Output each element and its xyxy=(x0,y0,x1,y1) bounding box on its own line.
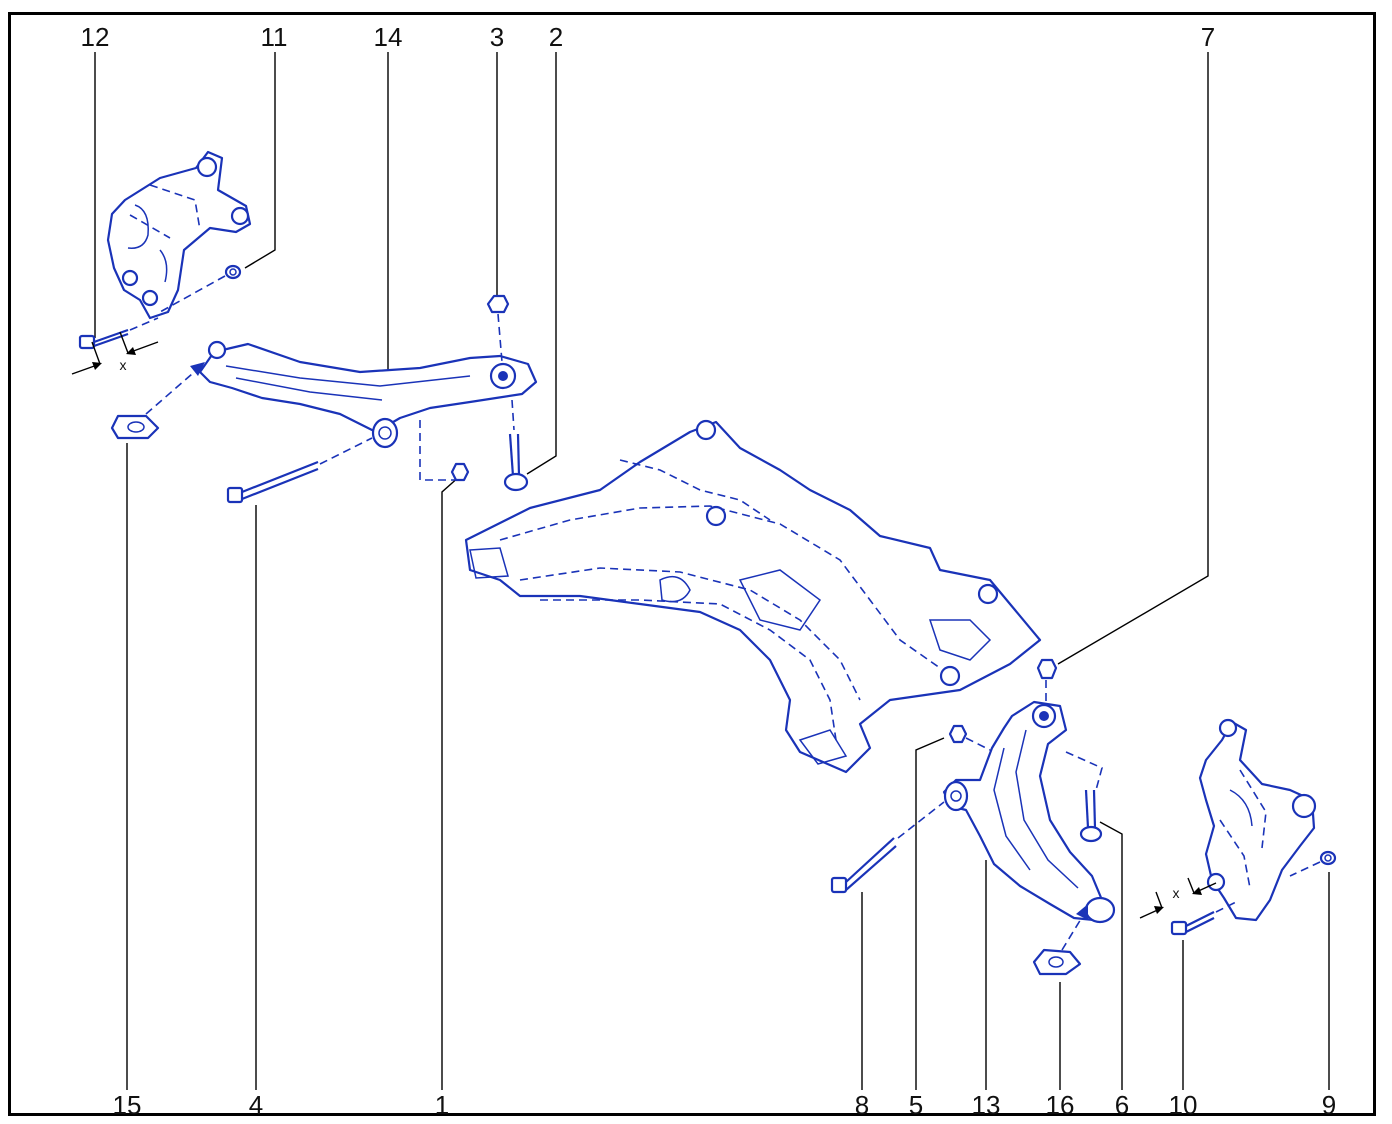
nut-11 xyxy=(224,264,242,280)
leader-lines xyxy=(94,52,1330,1090)
right-lower-control-arm xyxy=(942,700,1116,924)
callout-5: 5 xyxy=(908,1090,924,1120)
nut-9 xyxy=(1319,850,1337,866)
bolt-6 xyxy=(1079,789,1103,843)
washer-15 xyxy=(110,414,160,440)
nut-1 xyxy=(450,462,470,482)
front-subframe xyxy=(464,419,1042,774)
bolt-4 xyxy=(226,460,319,504)
washer-16 xyxy=(1032,948,1082,976)
dimension-label-right: x xyxy=(1172,885,1180,901)
callout-10: 10 xyxy=(1168,1090,1198,1120)
callout-16: 16 xyxy=(1045,1090,1075,1120)
left-steering-knuckle xyxy=(106,150,252,320)
callout-11: 11 xyxy=(260,22,288,52)
nut-5 xyxy=(948,724,968,744)
callout-9: 9 xyxy=(1321,1090,1337,1120)
diagram-frame xyxy=(8,12,1376,1116)
bolt-12 xyxy=(78,328,129,350)
nut-7 xyxy=(1036,658,1058,680)
dimension-x-left xyxy=(71,331,159,375)
left-lower-control-arm xyxy=(198,340,538,481)
dimension-x-right xyxy=(1139,877,1217,919)
dimension-label-left: x xyxy=(119,357,127,373)
callout-2: 2 xyxy=(548,22,564,52)
bolt-2 xyxy=(503,433,529,492)
callout-12: 12 xyxy=(80,22,110,52)
callout-7: 7 xyxy=(1200,22,1216,52)
callout-15: 15 xyxy=(112,1090,142,1120)
callout-8: 8 xyxy=(854,1090,870,1120)
nut-3 xyxy=(486,294,510,314)
callout-3: 3 xyxy=(489,22,505,52)
callout-6: 6 xyxy=(1114,1090,1130,1120)
callout-4: 4 xyxy=(248,1090,264,1120)
bolt-10 xyxy=(1170,911,1215,936)
callout-14: 14 xyxy=(373,22,403,52)
callout-13: 13 xyxy=(971,1090,1001,1120)
bolt-8 xyxy=(830,837,897,894)
callout-1: 1 xyxy=(434,1090,450,1120)
right-steering-knuckle xyxy=(1198,718,1317,922)
